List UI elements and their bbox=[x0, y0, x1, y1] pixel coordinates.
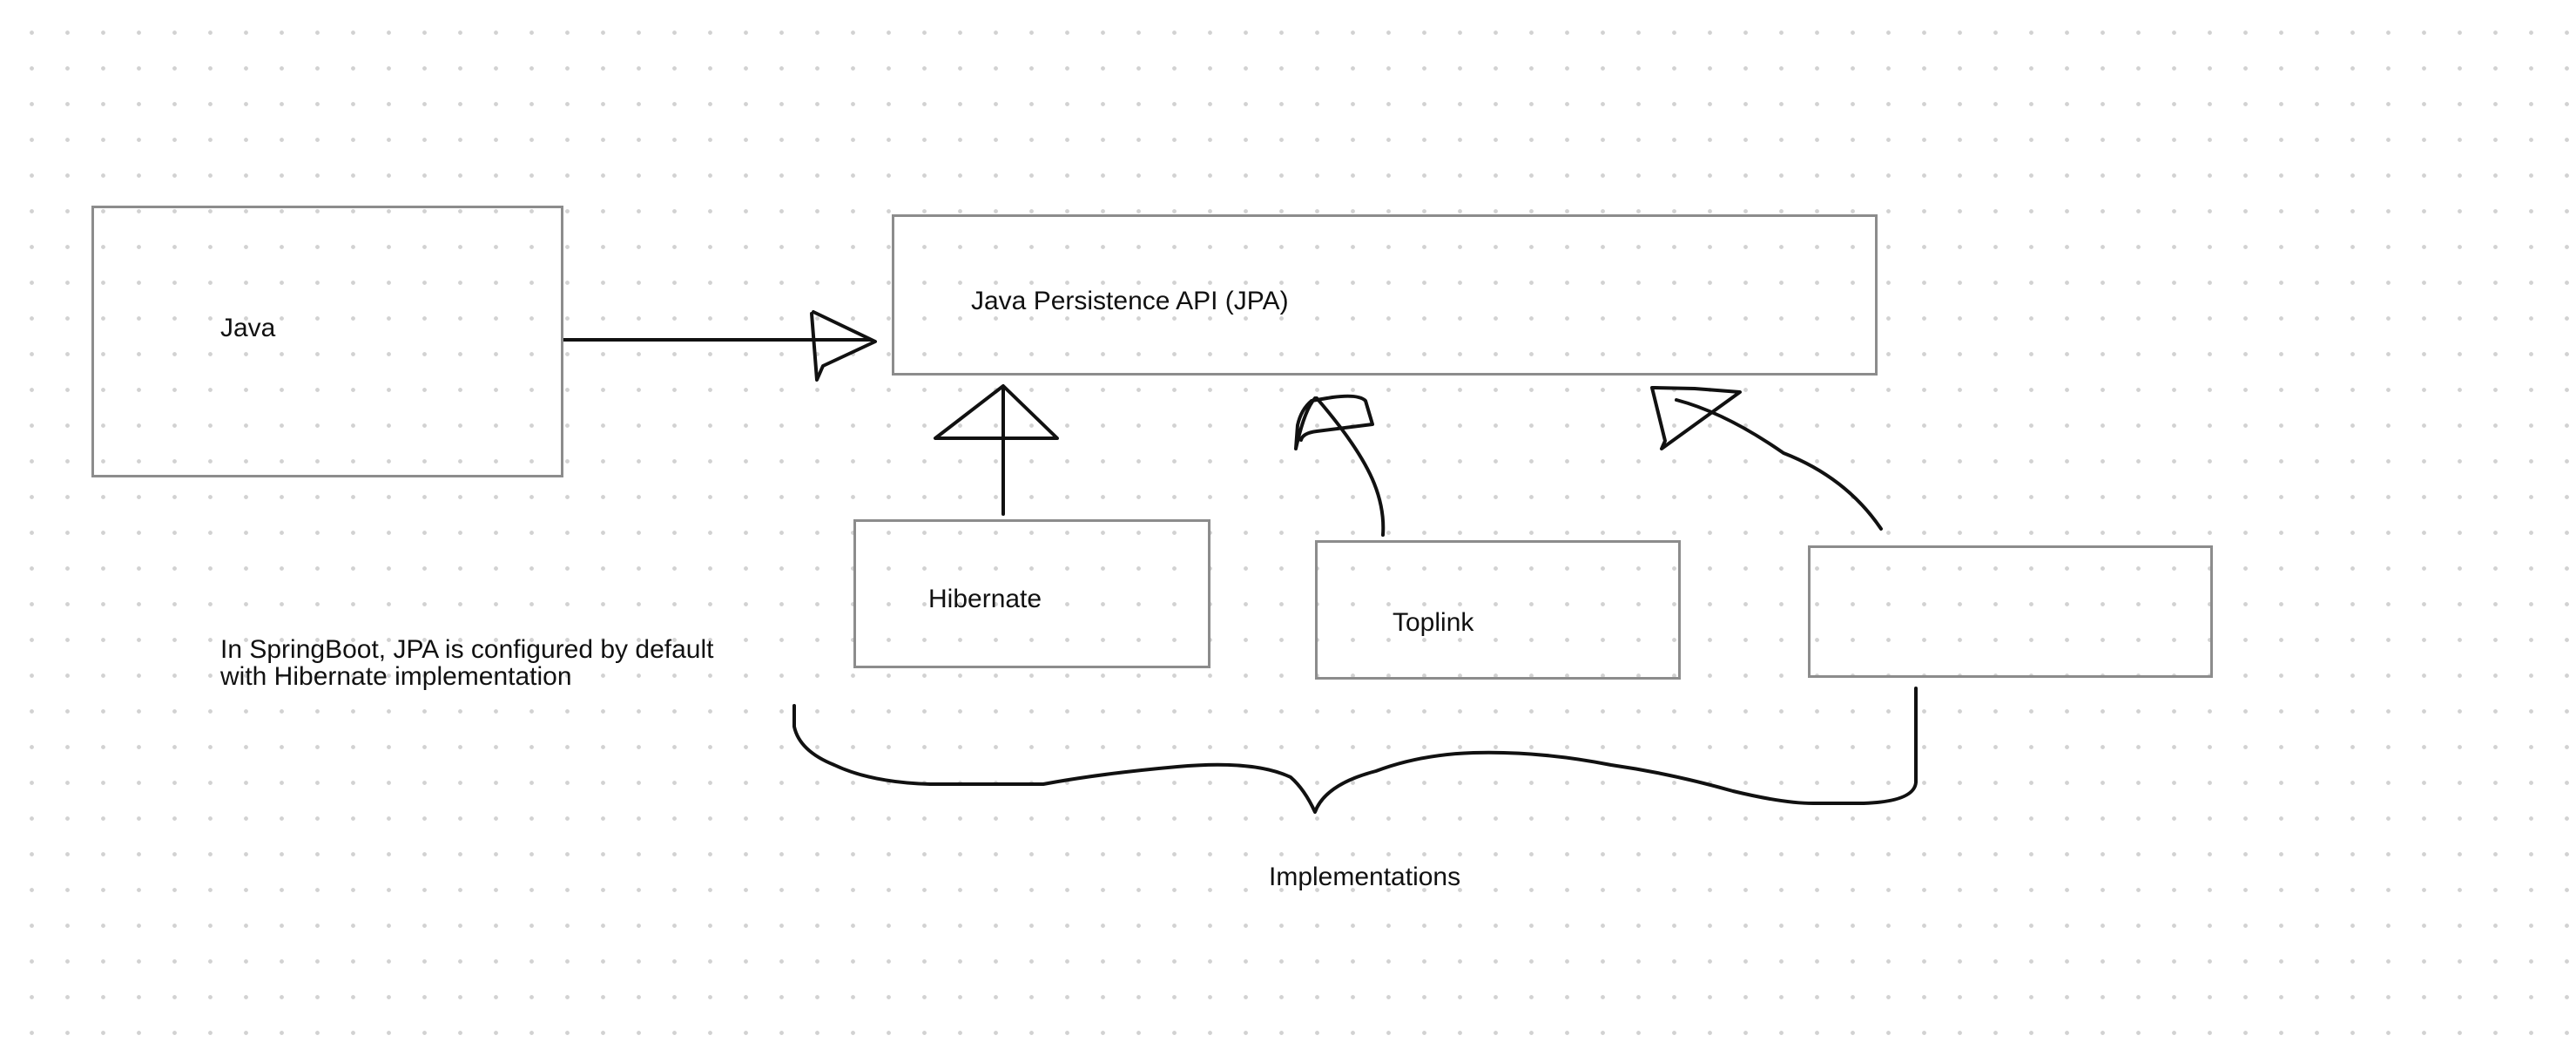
springboot-note: In SpringBoot, JPA is configured by defa… bbox=[220, 635, 714, 691]
unnamed-implementation-box[interactable] bbox=[1808, 545, 2213, 678]
arrowhead-unnamed-to-jpa bbox=[1650, 386, 1742, 450]
arrowhead-java-to-jpa bbox=[810, 310, 877, 382]
hibernate-label: Hibernate bbox=[928, 585, 1042, 613]
jpa-label: Java Persistence API (JPA) bbox=[971, 287, 1289, 315]
implementations-brace bbox=[792, 687, 1918, 814]
toplink-label: Toplink bbox=[1393, 608, 1474, 637]
implementations-label: Implementations bbox=[1269, 863, 1461, 891]
toplink-box[interactable] bbox=[1315, 540, 1681, 680]
arrow-toplink-to-jpa bbox=[1315, 396, 1386, 537]
arrow-unnamed-to-jpa bbox=[1675, 398, 1883, 531]
jpa-box[interactable] bbox=[892, 214, 1878, 376]
java-box[interactable] bbox=[91, 206, 563, 477]
hibernate-box[interactable] bbox=[853, 519, 1210, 668]
java-label: Java bbox=[220, 314, 276, 342]
arrowhead-hibernate-to-jpa bbox=[934, 384, 1059, 440]
arrowhead-toplink-to-jpa bbox=[1294, 394, 1374, 450]
